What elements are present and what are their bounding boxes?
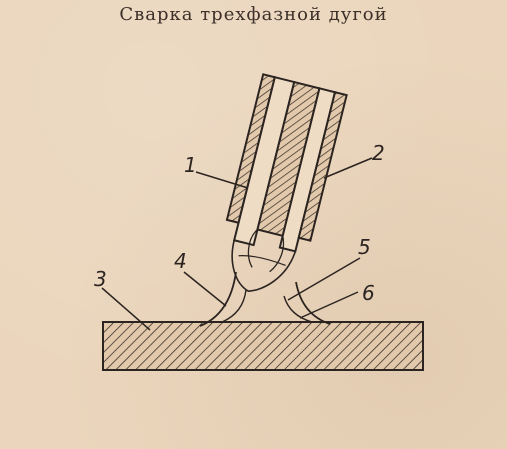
label-4: 4 xyxy=(174,249,187,273)
leader-6 xyxy=(299,291,359,319)
leader-1 xyxy=(195,171,249,189)
label-1: 1 xyxy=(184,153,197,177)
electrode-assembly xyxy=(225,73,348,292)
leader-5 xyxy=(287,257,361,301)
arc-zone xyxy=(231,240,297,292)
leader-3 xyxy=(101,287,151,331)
arc-inner-right xyxy=(283,295,313,323)
label-3: 3 xyxy=(94,267,107,291)
label-5: 5 xyxy=(358,235,371,259)
leader-4 xyxy=(183,271,227,307)
electrode-right-sheath xyxy=(297,90,348,242)
arc-flare-left xyxy=(199,271,237,327)
label-6: 6 xyxy=(362,281,375,305)
arc-flare-right xyxy=(295,281,331,325)
label-2: 2 xyxy=(372,141,385,165)
base-plate xyxy=(102,321,424,371)
leader-2 xyxy=(323,157,373,179)
page-title: Сварка трехфазной дугой xyxy=(119,4,388,25)
arc-inner-left xyxy=(221,289,247,323)
